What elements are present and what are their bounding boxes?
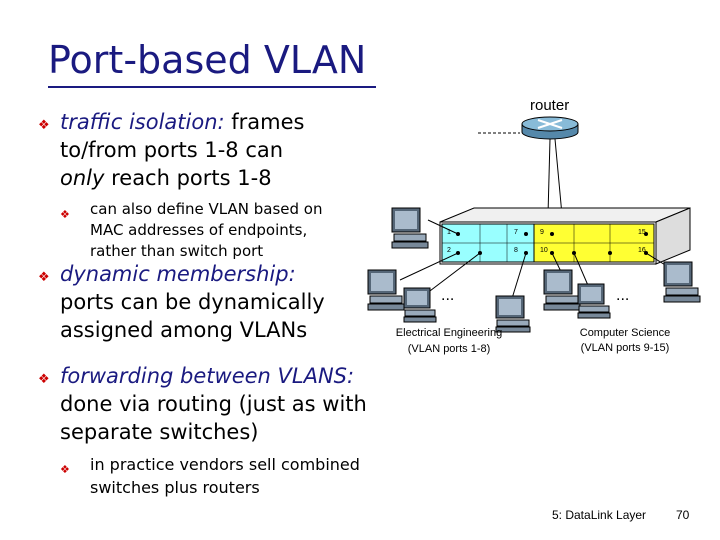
title-underline xyxy=(48,86,376,88)
text: frames xyxy=(224,110,305,134)
text: switches plus routers xyxy=(90,478,260,497)
ee-label: Electrical Engineering xyxy=(396,327,502,339)
slide-title: Port-based VLAN xyxy=(48,38,367,82)
cs-label: Computer Science xyxy=(580,327,671,339)
ellipsis-right: ... xyxy=(616,287,629,304)
sub-bullet-marker: ❖ xyxy=(60,208,70,221)
sub-bullet-mac: can also define VLAN based on MAC addres… xyxy=(90,199,370,262)
term-traffic-isolation: traffic isolation: xyxy=(60,110,225,134)
text: in practice vendors sell combined xyxy=(90,455,360,474)
computer-icon xyxy=(403,287,437,323)
text: done via routing (just as with xyxy=(60,392,367,416)
text: can also define VLAN based on xyxy=(90,200,323,218)
bullet-dynamic-membership: dynamic membership: ports can be dynamic… xyxy=(60,260,360,344)
router-switch-link xyxy=(547,138,551,216)
cs-vlan-label: (VLAN ports 9-15) xyxy=(581,342,670,354)
port-label: 1 xyxy=(447,229,451,236)
text: to/from ports 1-8 can xyxy=(60,138,284,162)
router-label: router xyxy=(530,97,569,114)
computer-icon xyxy=(577,283,611,319)
port-label: 9 xyxy=(540,229,544,236)
footer-page-number: 70 xyxy=(676,508,690,522)
port-label: 2 xyxy=(447,247,451,254)
port-label: 7 xyxy=(514,229,518,236)
ee-vlan-label: (VLAN ports 1-8) xyxy=(408,343,491,355)
sub-bullet-marker: ❖ xyxy=(60,463,70,476)
router-switch-link xyxy=(554,138,563,216)
ellipsis-left: ... xyxy=(441,287,454,304)
port-label: 10 xyxy=(540,247,548,254)
text: ports can be dynamically xyxy=(60,290,325,314)
switch-icon: 1 2 7 8 9 10 15 16 xyxy=(439,207,691,265)
bullet-marker: ❖ xyxy=(38,270,50,285)
bullet-forwarding: forwarding between VLANS: done via routi… xyxy=(60,362,420,446)
computer-icon xyxy=(543,269,581,311)
text: reach ports 1-8 xyxy=(104,166,272,190)
sub-bullet-vendors: in practice vendors sell combined switch… xyxy=(90,453,420,499)
text-only: only xyxy=(60,166,105,190)
text: assigned among VLANs xyxy=(60,318,308,342)
computer-icon xyxy=(391,207,429,249)
text: separate switches) xyxy=(60,420,259,444)
computer-icon xyxy=(663,261,701,303)
bullet-traffic-isolation: traffic isolation: frames to/from ports … xyxy=(60,108,390,192)
port-label: 8 xyxy=(514,247,518,254)
bullet-marker: ❖ xyxy=(38,372,50,387)
text: MAC addresses of endpoints, xyxy=(90,221,308,239)
term-forwarding: forwarding between VLANS: xyxy=(60,364,355,388)
text: rather than switch port xyxy=(90,242,264,260)
computer-icon xyxy=(367,269,405,311)
bullet-marker: ❖ xyxy=(38,118,50,133)
port-label: 16 xyxy=(638,247,646,254)
footer-chapter: 5: DataLink Layer xyxy=(552,508,647,522)
port-label: 15 xyxy=(638,229,646,236)
term-dynamic-membership: dynamic membership: xyxy=(60,262,296,286)
computer-icon xyxy=(495,295,531,333)
router-icon xyxy=(521,116,579,140)
